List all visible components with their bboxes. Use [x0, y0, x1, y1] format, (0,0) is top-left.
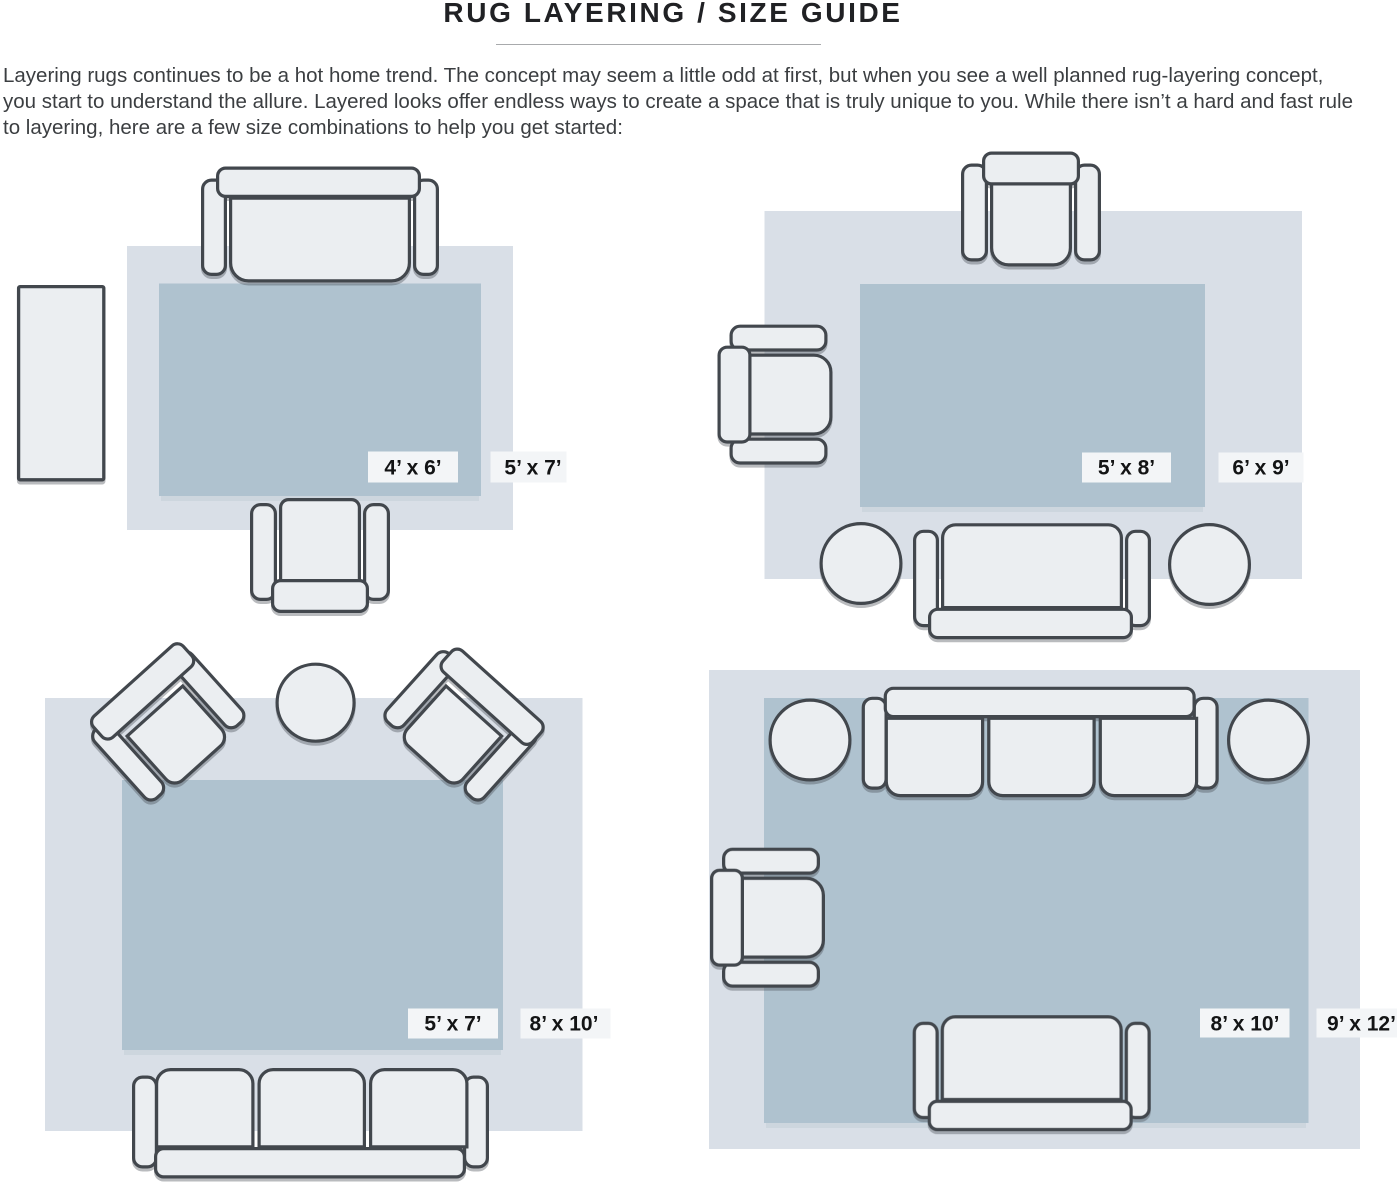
svg-text:4’ x 6’: 4’ x 6’ — [384, 457, 441, 480]
svg-text:8’ x 10’: 8’ x 10’ — [530, 1013, 599, 1036]
svg-text:9’ x 12’: 9’ x 12’ — [1327, 1013, 1396, 1036]
svg-text:5’ x 8’: 5’ x 8’ — [1098, 457, 1155, 480]
svg-text:5’ x 7’: 5’ x 7’ — [504, 457, 561, 480]
svg-text:6’ x 9’: 6’ x 9’ — [1232, 457, 1289, 480]
svg-text:5’ x 7’: 5’ x 7’ — [424, 1013, 481, 1036]
svg-text:8’ x 10’: 8’ x 10’ — [1211, 1013, 1280, 1036]
